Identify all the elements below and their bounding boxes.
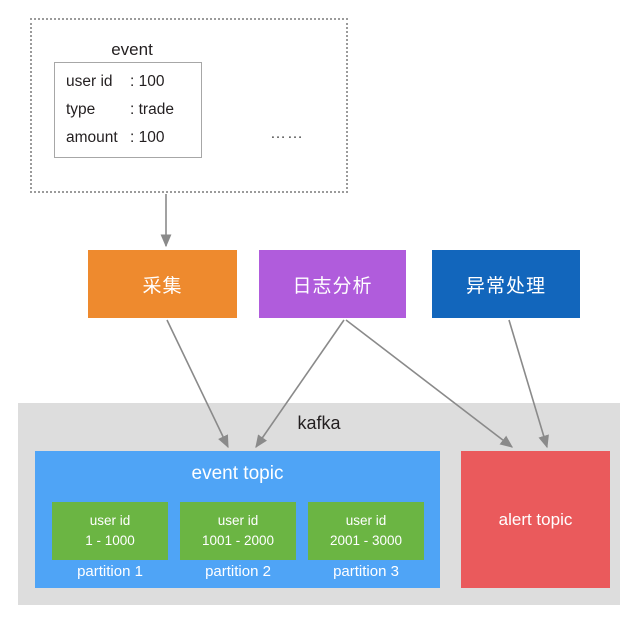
event-field-amount-key: amount: [66, 129, 118, 146]
partition-2-line1: user id: [217, 513, 259, 529]
event-field-type: type : trade: [66, 101, 174, 119]
partition-label-2: partition 2: [205, 563, 271, 580]
event-field-user-id: user id : 100: [66, 73, 164, 91]
event-field-user-id-key: user id: [66, 73, 113, 90]
event-title: event: [111, 40, 153, 59]
kafka-label: kafka: [297, 413, 341, 433]
partition-box-2[interactable]: user id 1001 - 2000: [180, 502, 296, 560]
event-topic-title: event topic: [191, 463, 284, 484]
event-field-type-key: type: [66, 101, 96, 118]
partition-3-line1: user id: [345, 513, 387, 529]
partition-label-1: partition 1: [77, 563, 143, 580]
event-field-amount: amount : 100: [66, 129, 164, 147]
partition-label-3: partition 3: [333, 563, 399, 580]
process-box-log-analysis[interactable]: 日志分析: [259, 250, 406, 318]
event-topic-box[interactable]: event topic user id 1 - 1000 user id 100…: [35, 451, 440, 588]
partition-3-line2: 2001 - 3000: [329, 533, 403, 548]
event-fields-box: user id : 100 type : trade amount : 100: [54, 62, 202, 158]
partition-box-1[interactable]: user id 1 - 1000: [52, 502, 168, 560]
event-container: event user id : 100 type : trade amount : 1…: [30, 18, 348, 193]
event-field-type-value: : trade: [130, 101, 174, 118]
process-box-collect[interactable]: 采集: [88, 250, 237, 318]
partition-1-line2: 1 - 1000: [85, 533, 135, 548]
partition-box-3[interactable]: user id 2001 - 3000: [308, 502, 424, 560]
event-field-user-id-value: : 100: [130, 73, 165, 90]
partition-2-line2: 1001 - 2000: [201, 533, 275, 548]
kafka-container: kafka event topic user id 1 - 1000 user …: [18, 403, 620, 605]
alert-topic-box[interactable]: alert topic: [461, 451, 610, 588]
partition-1-line1: user id: [89, 513, 131, 529]
process-box-exception-handling[interactable]: 异常处理: [432, 250, 580, 318]
event-field-amount-value: : 100: [130, 129, 165, 146]
event-ellipsis: ……: [270, 125, 304, 142]
